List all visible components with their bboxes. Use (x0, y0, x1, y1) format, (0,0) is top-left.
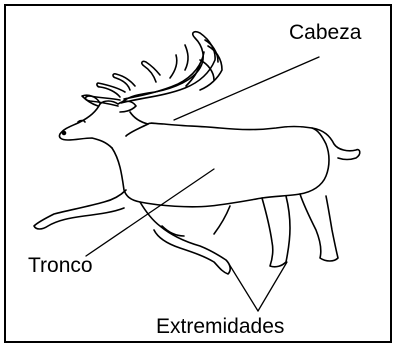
deer-head (58, 94, 149, 149)
trunk-callout-line (85, 168, 215, 257)
callout-lines (85, 56, 320, 312)
limbs-callout-line-left (228, 263, 259, 312)
deer-body (111, 122, 361, 208)
antlers (84, 31, 223, 107)
limbs-label: Extremidades (156, 315, 285, 338)
head-callout-line (173, 56, 320, 121)
head-label: Cabeza (289, 21, 362, 44)
deer-legs (33, 189, 339, 275)
trunk-label: Tronco (28, 254, 93, 277)
limbs-callout-line-right (257, 261, 288, 312)
